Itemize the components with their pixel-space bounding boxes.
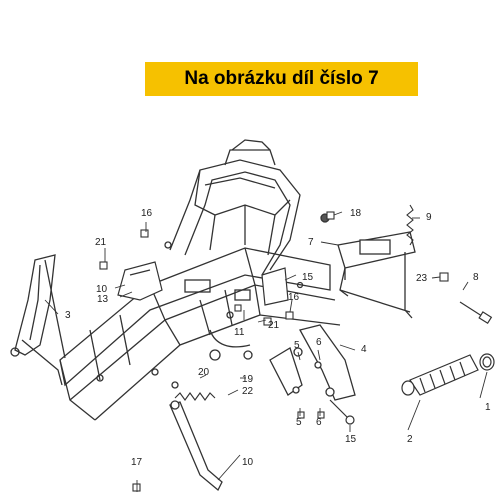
spring-part-22 [174, 392, 216, 401]
callout-6-top: 6 [316, 337, 322, 348]
leader-lines [44, 211, 488, 492]
callout-11: 10 [96, 284, 108, 295]
part-number-banner: Na obrázku díl číslo 7 [145, 62, 418, 96]
callout-16-mid: 16 [288, 292, 300, 303]
callout-20: 20 [198, 367, 210, 378]
callout-6-bottom: 6 [316, 417, 322, 428]
callout-5-bottom: 5 [296, 417, 302, 428]
callout-9: 9 [426, 212, 432, 223]
callout-19: 19 [242, 374, 254, 385]
callout-7: 7 [308, 237, 314, 248]
small-bolts [99, 211, 449, 492]
callout-15: 15 [345, 434, 357, 445]
steering-head [10, 254, 66, 386]
callout-5-top: 5 [294, 340, 300, 351]
side-stand-part-10 [169, 400, 223, 492]
callout-22: 22 [242, 386, 254, 397]
cover-plate-left [117, 261, 163, 301]
callout-21-mid: 21 [268, 320, 280, 331]
callout-14: 15 [302, 272, 314, 283]
callout-21-left: 21 [95, 237, 107, 248]
callout-16-top: 16 [141, 208, 153, 219]
callout-13: 13 [97, 294, 109, 305]
clamp-part-1 [479, 353, 495, 371]
callout-1: 1 [485, 402, 491, 413]
center-stand-part-4 [269, 324, 356, 401]
callout-labels: 3 16 21 10 13 15 16 11 21 7 18 9 8 23 4 … [65, 208, 491, 468]
spring-part-9 [406, 204, 414, 246]
banner-text: Na obrázku díl číslo 7 [184, 68, 379, 89]
callout-17: 17 [131, 457, 143, 468]
bolt-part-15 [329, 399, 355, 425]
callout-12: 11 [234, 327, 245, 338]
bolt-part-8 [459, 301, 493, 325]
callout-4: 4 [361, 344, 367, 355]
cover-plate-right [261, 267, 289, 306]
callout-8: 8 [473, 272, 479, 283]
callout-23: 23 [416, 273, 428, 284]
callout-10: 10 [242, 457, 254, 468]
hose-part-2 [401, 354, 479, 396]
callout-3: 3 [65, 310, 71, 321]
frame-body [59, 139, 341, 421]
callout-18: 18 [350, 208, 362, 219]
bracket-part-7 [320, 213, 416, 319]
callout-2: 2 [407, 434, 413, 445]
